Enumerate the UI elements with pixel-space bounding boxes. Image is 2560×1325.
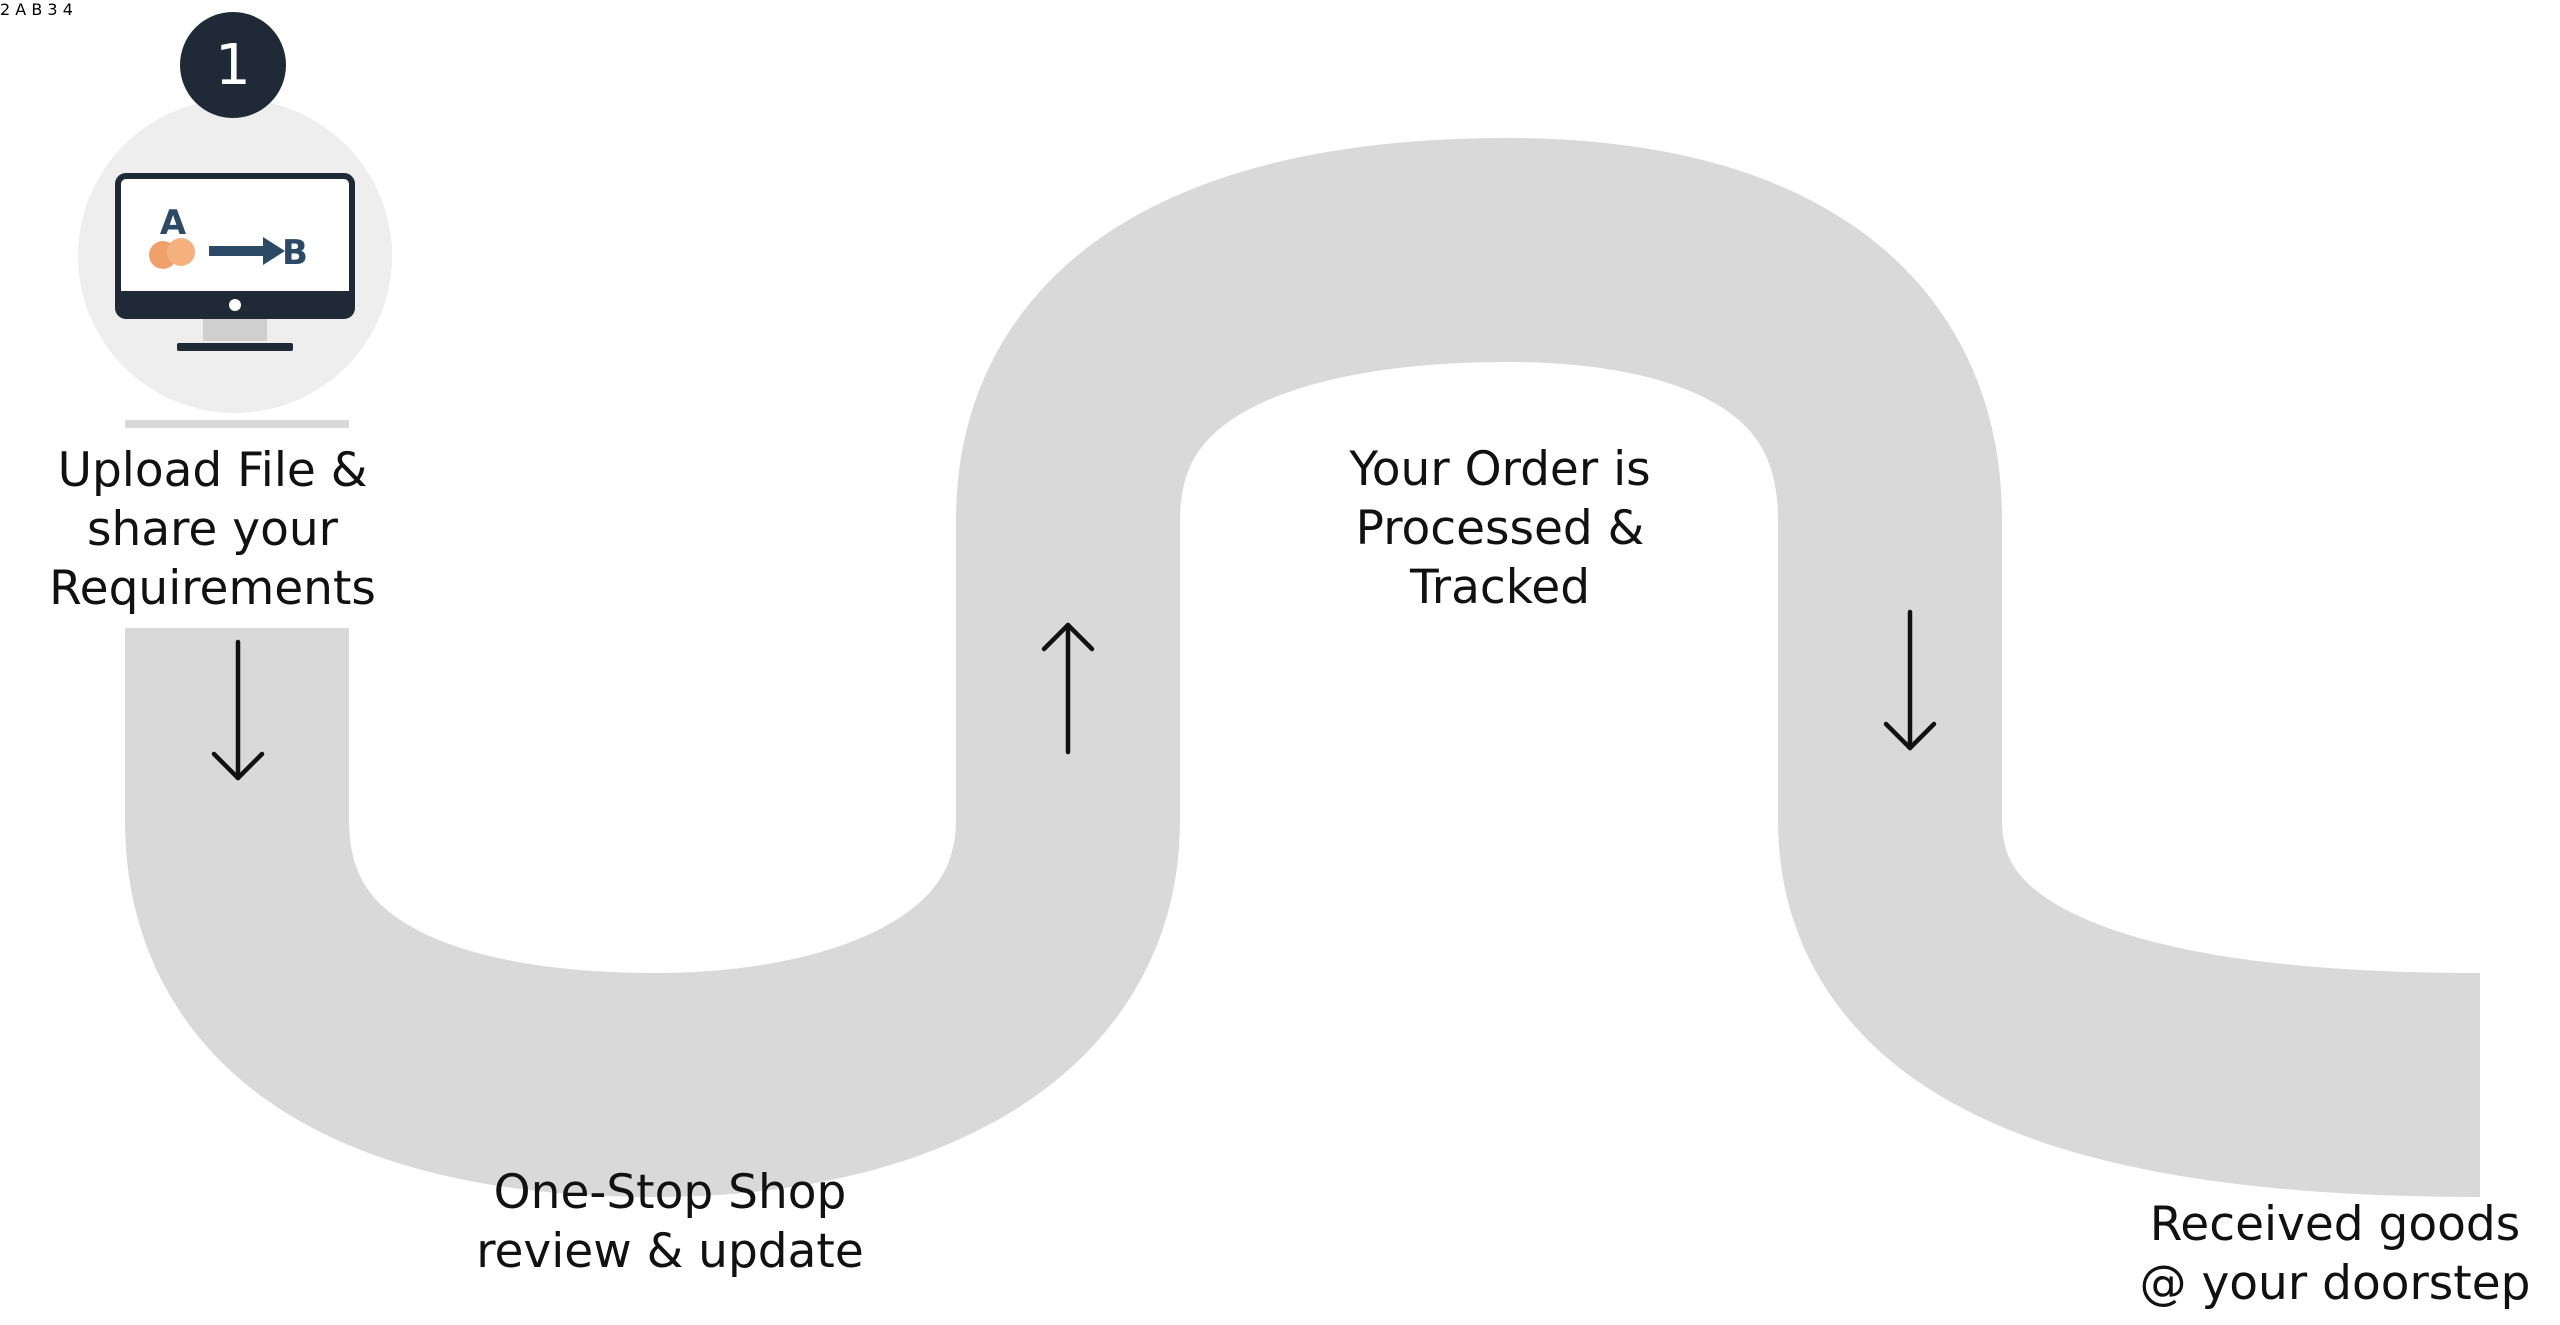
letter-a: A xyxy=(160,203,187,243)
step-4-label: Received goods @ your doorstep xyxy=(2139,1197,2531,1311)
step-3-label: Your Order is Processed & Tracked xyxy=(1349,442,1651,615)
letter-a: A xyxy=(15,0,27,19)
step-badge-3: 3 xyxy=(47,0,58,19)
winding-path xyxy=(125,138,2481,1197)
label-knockout-1 xyxy=(30,428,410,628)
step-badge-2: 2 xyxy=(0,0,11,19)
letter-b: B xyxy=(282,233,308,273)
arrow-down-3 xyxy=(1883,609,1937,751)
letter-b: B xyxy=(31,0,43,19)
step-1-label: Upload File & share your Requirements xyxy=(49,443,376,616)
monitor-a-to-b-icon: A B xyxy=(115,173,355,351)
label-knockout-3 xyxy=(1305,400,1705,625)
arrow-down-1 xyxy=(211,639,265,781)
monitor-a-to-b-icon: A B xyxy=(15,0,47,19)
arrow-up-2 xyxy=(1041,622,1095,755)
step-badge-4: 4 xyxy=(62,0,73,19)
svg-text:1: 1 xyxy=(215,33,251,98)
step-badge-1: 1 xyxy=(180,12,286,118)
step-2-label: One-Stop Shop review & update xyxy=(476,1165,864,1279)
